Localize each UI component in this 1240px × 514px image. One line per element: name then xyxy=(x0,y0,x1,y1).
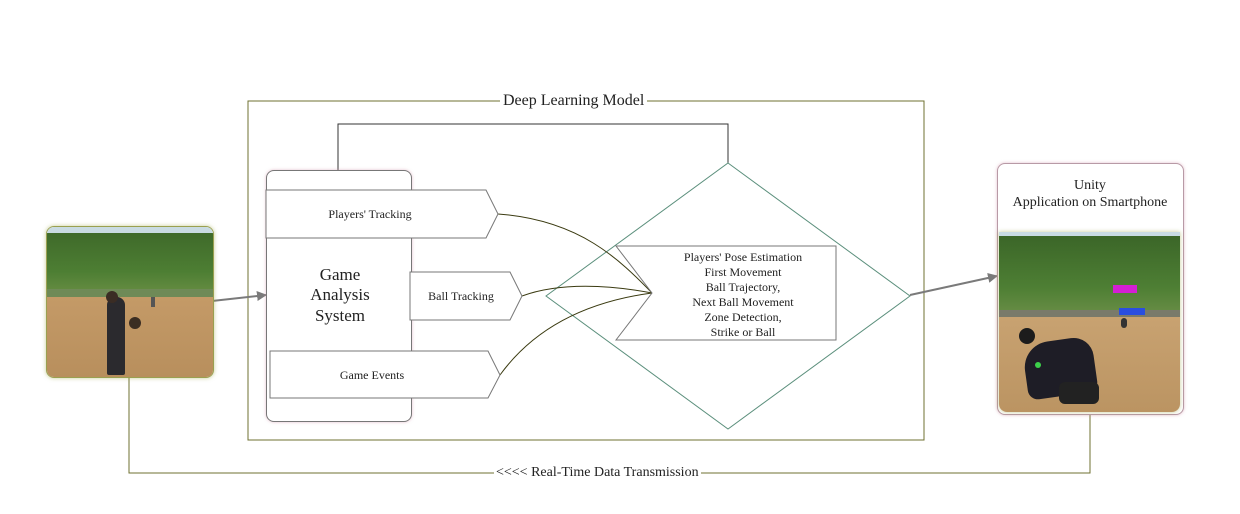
app-title-line2: Application on Smartphone xyxy=(1012,195,1168,210)
detection-box-magenta xyxy=(1113,285,1137,293)
analysis-line: Strike or Ball xyxy=(710,325,776,339)
analysis-line: Players' Pose Estimation xyxy=(683,250,803,264)
analysis-line: First Movement xyxy=(704,265,782,279)
analysis-line: Ball Trajectory, xyxy=(705,280,781,294)
analysis-line: Next Ball Movement xyxy=(692,295,794,309)
app-title-line1: Unity xyxy=(1074,178,1106,193)
input-video-frame xyxy=(46,226,214,378)
input-arrow xyxy=(211,291,267,302)
analysis-line: Zone Detection, xyxy=(704,310,782,324)
analysis-results-text: Players' Pose Estimation First Movement … xyxy=(660,250,826,340)
game-analysis-label: Game Analysis System xyxy=(310,265,370,325)
detection-box-blue xyxy=(1119,308,1145,315)
deep-learning-title: Deep Learning Model xyxy=(500,91,648,111)
transmission-label: <<<< Real-Time Data Transmission xyxy=(494,465,701,482)
feedback-loop-line xyxy=(337,123,729,170)
players-tracking-label: Players' Tracking xyxy=(328,207,412,221)
app-screen-frame xyxy=(999,232,1180,412)
game-events-label: Game Events xyxy=(339,368,405,382)
output-arrow xyxy=(909,273,998,296)
ball-tracking-label: Ball Tracking xyxy=(428,289,494,303)
pitcher-figure xyxy=(107,297,125,375)
